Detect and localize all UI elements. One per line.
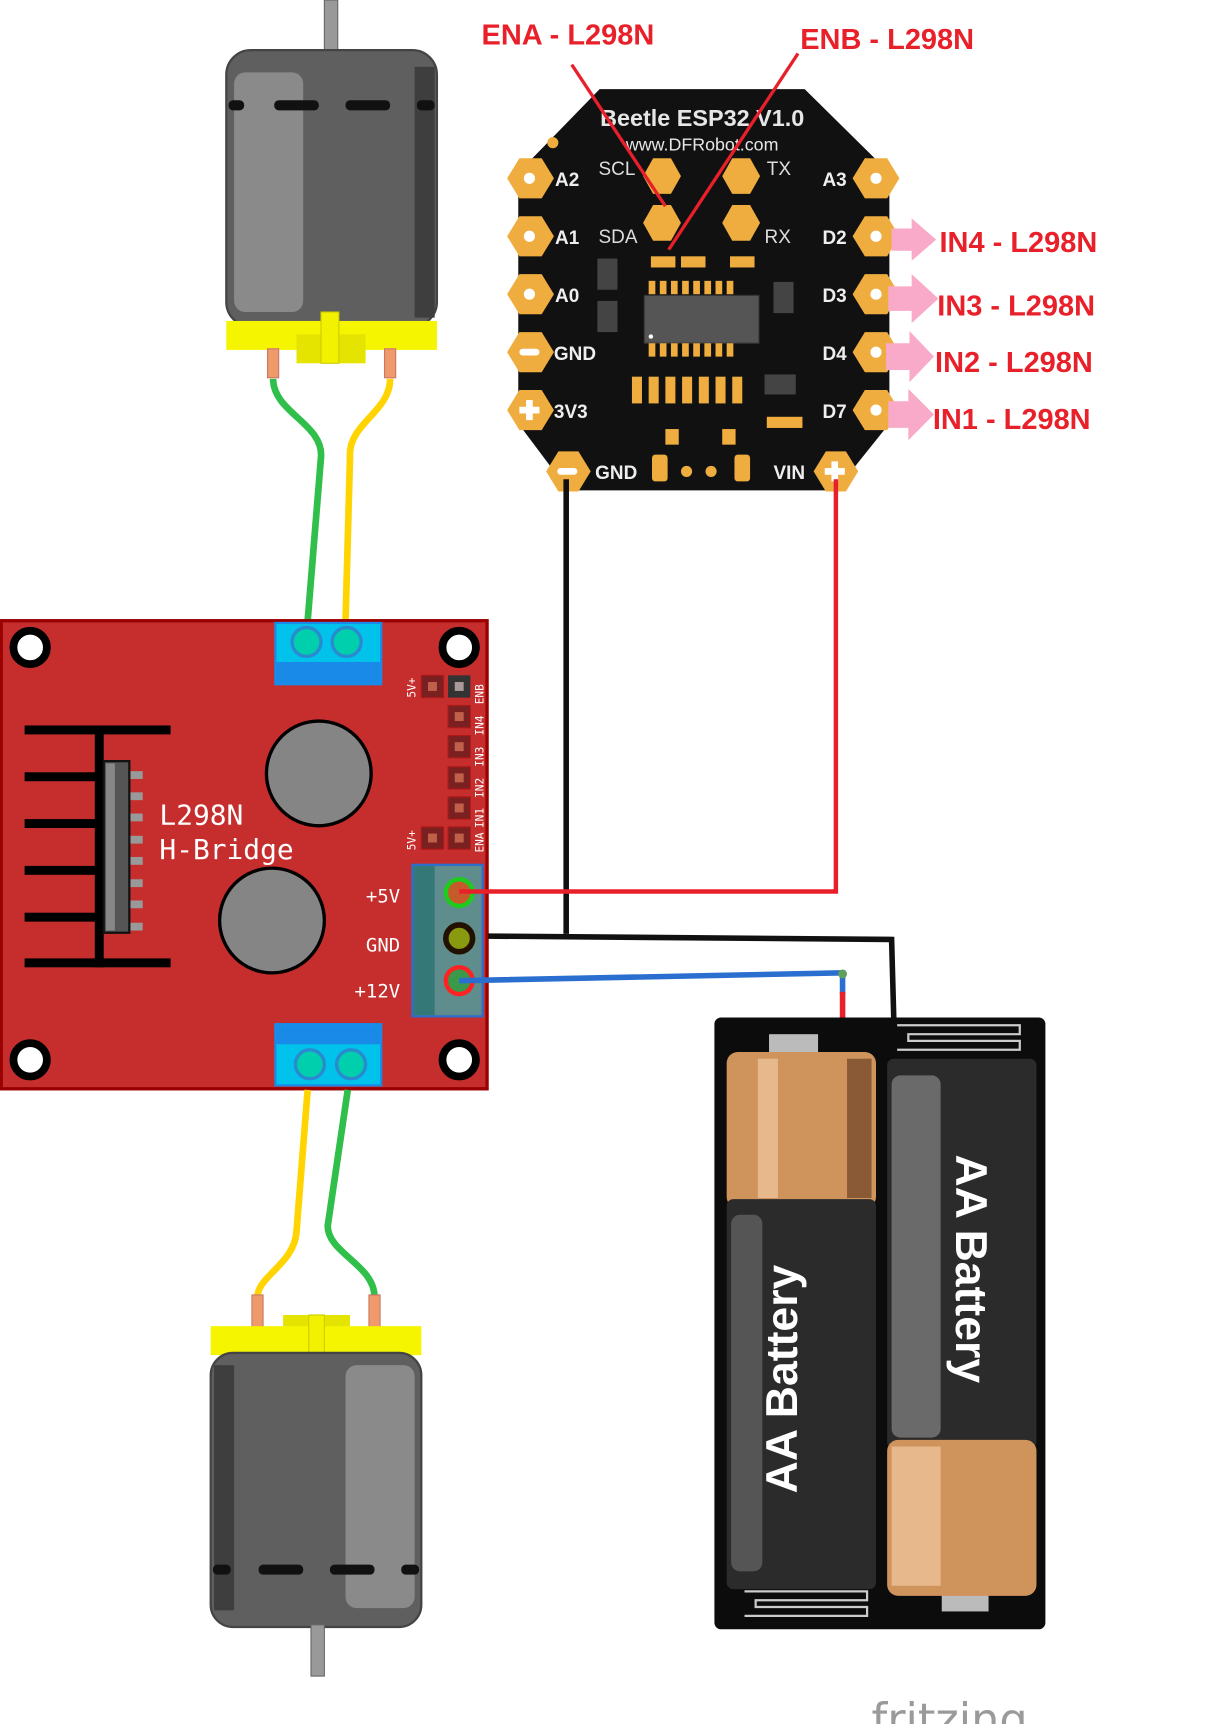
bottom-motor	[209, 1294, 423, 1677]
pin-label-in4: IN4	[474, 715, 487, 735]
enb-annotation: ENB - L298N	[800, 24, 974, 56]
power-label-12v: +12V	[355, 980, 401, 1002]
pin-label-in2: IN2	[474, 778, 487, 798]
ena-pointer-line	[570, 63, 667, 208]
pin-label-5v-bottom: 5V+	[406, 830, 419, 850]
pin-d4: D4	[823, 344, 848, 365]
in3-annotation: IN3 - L298N	[937, 290, 1095, 322]
pin-a2: A2	[555, 170, 579, 191]
pin-label-enb: ENB	[474, 684, 487, 704]
d4-arrow	[886, 330, 934, 383]
gnd-wire-battery[interactable]	[488, 933, 897, 1021]
control-header[interactable]	[420, 674, 471, 850]
in4-annotation: IN4 - L298N	[940, 227, 1098, 259]
beetle-components	[597, 256, 803, 482]
bottom-motor-yellow-wire[interactable]	[254, 1089, 311, 1299]
top-motor-green-wire[interactable]	[269, 378, 325, 622]
fritzing-logo: fritzing	[872, 1694, 1028, 1724]
battery-cell-right: AA Battery	[887, 1058, 1037, 1596]
pin-tx: TX	[767, 159, 792, 180]
battery-holder: AA Battery AA Battery	[714, 1017, 1046, 1630]
ena-annotation: ENA - L298N	[481, 20, 654, 52]
pin-a1: A1	[555, 228, 579, 249]
bottom-motor-green-wire[interactable]	[324, 1089, 378, 1299]
pin-a3: A3	[823, 170, 847, 191]
d7-arrow	[888, 388, 934, 441]
top-motor-yellow-wire[interactable]	[342, 378, 394, 621]
battery-left-label: AA Battery	[758, 1264, 807, 1493]
pin-3v3: 3V3	[554, 402, 588, 423]
in2-annotation: IN2 - L298N	[935, 347, 1093, 379]
pin-d2: D2	[823, 228, 847, 249]
d3-arrow	[888, 274, 939, 324]
pin-gnd-left: GND	[554, 344, 596, 365]
top-motor	[225, 0, 439, 379]
battery-right-label: AA Battery	[946, 1155, 995, 1384]
pin-sda: SDA	[599, 227, 638, 248]
power-label-5v: +5V	[366, 886, 400, 908]
l298n-board: L298N H-Bridge	[0, 619, 489, 1091]
pin-rx: RX	[765, 227, 792, 248]
pin-label-in1: IN1	[474, 808, 487, 828]
pin-label-ena: ENA	[474, 832, 487, 852]
battery-cell-left: AA Battery	[726, 1052, 877, 1590]
pin-vin: VIN	[773, 463, 805, 484]
d2-arrow	[891, 218, 937, 261]
annotations: ENA - L298N ENB - L298N IN4 - L298N IN3 …	[481, 20, 1097, 441]
12v-wire-blue[interactable]	[459, 970, 846, 995]
pin-label-in3: IN3	[474, 747, 487, 767]
beetle-title: Beetle ESP32 V1.0	[600, 105, 804, 131]
enb-pointer-line	[667, 52, 800, 251]
l298n-title: L298N	[159, 799, 243, 832]
l298n-subtitle: H-Bridge	[159, 833, 293, 866]
pin-d7: D7	[823, 402, 847, 423]
power-label-gnd: GND	[366, 935, 400, 957]
pin-d3: D3	[823, 286, 847, 307]
pin-gnd-bottom: GND	[595, 463, 637, 484]
beetle-esp32-board: Beetle ESP32 V1.0 www.DFRobot.com	[507, 89, 900, 492]
pin-a0: A0	[555, 286, 579, 307]
pin-scl: SCL	[599, 159, 636, 180]
beetle-url: www.DFRobot.com	[625, 134, 779, 154]
in1-annotation: IN1 - L298N	[933, 404, 1091, 436]
vin-wire-red[interactable]	[459, 479, 839, 894]
pin-label-5v-top: 5V+	[406, 677, 419, 697]
